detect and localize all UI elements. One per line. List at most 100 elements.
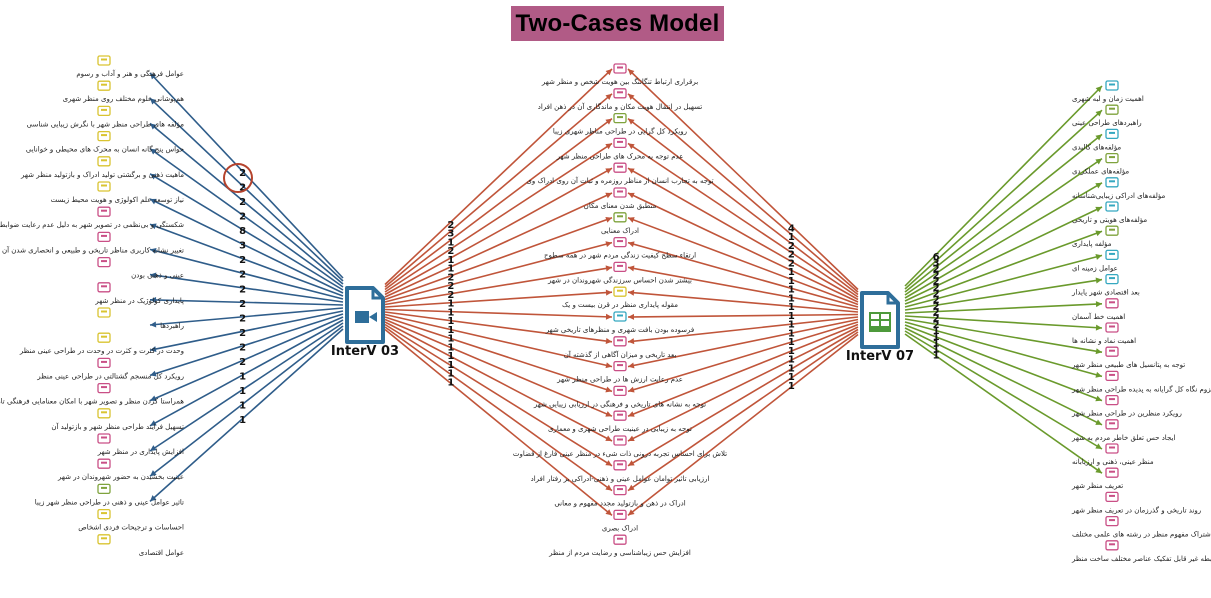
code-icon-left-19[interactable] xyxy=(97,534,111,545)
code-icon-left-2[interactable] xyxy=(97,105,111,117)
edge-right-12 xyxy=(904,321,1103,378)
code-icon-right-6[interactable] xyxy=(1105,225,1119,236)
code-icon-left-4[interactable] xyxy=(97,156,111,167)
edge-center-right-0 xyxy=(627,68,859,291)
code-icon-center-7[interactable] xyxy=(613,236,627,248)
code-icon-right-11[interactable] xyxy=(1105,346,1119,357)
code-icon-left-8[interactable] xyxy=(97,256,111,268)
edge-weight-right-9: 2 xyxy=(933,307,940,318)
edge-center-right-15 xyxy=(627,326,859,442)
edge-center-right-10 xyxy=(627,313,859,318)
code-icon-right-18[interactable] xyxy=(1105,515,1119,527)
code-icon-left-16[interactable] xyxy=(97,458,111,469)
code-icon-center-4[interactable] xyxy=(613,162,627,173)
code-icon-center-3[interactable] xyxy=(613,137,627,149)
code-icon-left-3[interactable] xyxy=(97,130,111,142)
hub-interv-03[interactable] xyxy=(345,286,385,344)
code-icon-right-7[interactable] xyxy=(1105,249,1119,261)
code-icon-center-2[interactable] xyxy=(613,112,627,124)
code-icon-center-5[interactable] xyxy=(613,187,627,198)
code-icon-right-5[interactable] xyxy=(1105,201,1119,212)
code-label-right-17: روند تاریخی و گذرزمان در تعریف منظر شهر xyxy=(1071,505,1201,514)
code-icon-right-1[interactable] xyxy=(1105,104,1119,115)
edge-center-left-7 xyxy=(384,241,613,303)
edge-center-left-2 xyxy=(384,117,613,291)
code-icon-center-8[interactable] xyxy=(613,261,627,273)
code-icon-left-6[interactable] xyxy=(97,206,111,217)
code-icon-right-9[interactable] xyxy=(1105,298,1119,309)
code-icon-center-19[interactable] xyxy=(613,534,627,545)
code-label-center-12: عدم رعایت ارزش ها در طراحی منظر شهر xyxy=(556,376,683,384)
code-label-center-15: تلاش برای احساس تجربه درونی ذات شیء در م… xyxy=(513,450,727,458)
edge-weight-center-right-14: 1 xyxy=(788,346,795,357)
code-icon-center-17[interactable] xyxy=(613,484,627,496)
code-label-left-15: افزایش پایداری در منظر شهر xyxy=(97,448,184,456)
code-label-center-16: ارزیابی تاثیر توامان عوامل عینی و ذهنی-ا… xyxy=(531,475,710,483)
code-icon-left-10[interactable] xyxy=(97,307,111,318)
code-icon-left-0[interactable] xyxy=(97,55,111,66)
code-icon-right-13[interactable] xyxy=(1105,394,1119,406)
code-icon-right-17[interactable] xyxy=(1105,491,1119,503)
code-icon-left-18[interactable] xyxy=(97,508,111,520)
code-icon-center-0[interactable] xyxy=(613,63,627,74)
code-icon-center-10[interactable] xyxy=(613,311,627,322)
edge-weight-center-left-9: 1 xyxy=(447,299,454,310)
code-icon-left-9[interactable] xyxy=(97,282,111,293)
hub-interv-07[interactable] xyxy=(860,291,900,349)
code-icon-left-15[interactable] xyxy=(97,433,111,444)
edge-right-14 xyxy=(904,327,1103,426)
code-label-center-7: ارتقاء سطح کیفیت زندگی مردم شهر در همه س… xyxy=(544,251,696,260)
edge-right-5 xyxy=(904,206,1103,302)
code-icon-center-14[interactable] xyxy=(613,410,627,421)
edge-center-right-18 xyxy=(627,333,859,517)
edge-weight-center-left-1: 3 xyxy=(447,229,454,240)
code-icon-center-18[interactable] xyxy=(613,509,627,521)
code-icon-center-15[interactable] xyxy=(613,435,627,446)
code-icon-right-14[interactable] xyxy=(1105,419,1119,430)
code-icon-center-16[interactable] xyxy=(613,460,627,471)
code-icon-center-1[interactable] xyxy=(613,88,627,99)
edge-weight-right-12: 1 xyxy=(933,326,940,337)
code-icon-left-12[interactable] xyxy=(97,357,111,369)
code-icon-left-17[interactable] xyxy=(97,483,111,495)
edge-weight-center-right-18: 1 xyxy=(788,381,795,392)
code-icon-left-14[interactable] xyxy=(97,408,111,419)
edge-center-right-1 xyxy=(627,93,859,293)
code-icon-right-15[interactable] xyxy=(1105,443,1119,454)
code-icon-right-12[interactable] xyxy=(1105,370,1119,382)
code-icon-right-4[interactable] xyxy=(1105,177,1119,188)
code-label-right-5: مؤلفه‌های هویتی و تاریخی xyxy=(1072,216,1147,224)
code-icon-center-11[interactable] xyxy=(613,336,627,347)
edge-weight-center-left-6: 2 xyxy=(447,272,454,283)
code-icon-right-19[interactable] xyxy=(1105,540,1119,551)
edge-weight-center-right-1: 1 xyxy=(788,232,795,243)
edge-center-right-3 xyxy=(627,142,859,298)
code-icon-center-13[interactable] xyxy=(613,385,627,397)
code-icon-center-9[interactable] xyxy=(613,286,627,297)
code-icon-center-6[interactable] xyxy=(613,212,627,223)
edge-right-8 xyxy=(904,278,1103,311)
code-icon-right-3[interactable] xyxy=(1105,152,1119,164)
code-icon-center-12[interactable] xyxy=(613,360,627,372)
code-icon-right-8[interactable] xyxy=(1105,273,1119,285)
edge-weight-left-17: 1 xyxy=(239,415,246,426)
edge-left-15 xyxy=(149,322,344,452)
code-icon-left-7[interactable] xyxy=(97,231,111,243)
code-icon-left-1[interactable] xyxy=(97,80,111,91)
hub-label-interv-07: InterV 07 xyxy=(846,349,914,364)
edge-weight-center-right-8: 1 xyxy=(788,293,795,304)
code-icon-right-0[interactable] xyxy=(1105,80,1119,91)
code-label-center-6: ادراک معنایی xyxy=(601,227,639,235)
code-label-left-11: وحدت در کثرت و کثرت در وحدت در طراحی عین… xyxy=(19,347,184,355)
code-icon-right-10[interactable] xyxy=(1105,322,1119,333)
edge-center-right-14 xyxy=(627,323,859,417)
code-icon-left-13[interactable] xyxy=(97,382,111,394)
code-label-right-7: عوامل زمینه ای xyxy=(1072,264,1118,272)
code-icon-left-11[interactable] xyxy=(97,332,111,343)
code-icon-left-5[interactable] xyxy=(97,181,111,192)
edge-center-left-17 xyxy=(384,326,613,492)
code-label-left-4: ماهیت ذهنی و برگشتی تولید ادراک و بازتول… xyxy=(20,170,184,179)
edge-weight-left-10: 2 xyxy=(239,313,246,324)
code-icon-right-16[interactable] xyxy=(1105,467,1119,478)
code-icon-right-2[interactable] xyxy=(1105,128,1119,140)
